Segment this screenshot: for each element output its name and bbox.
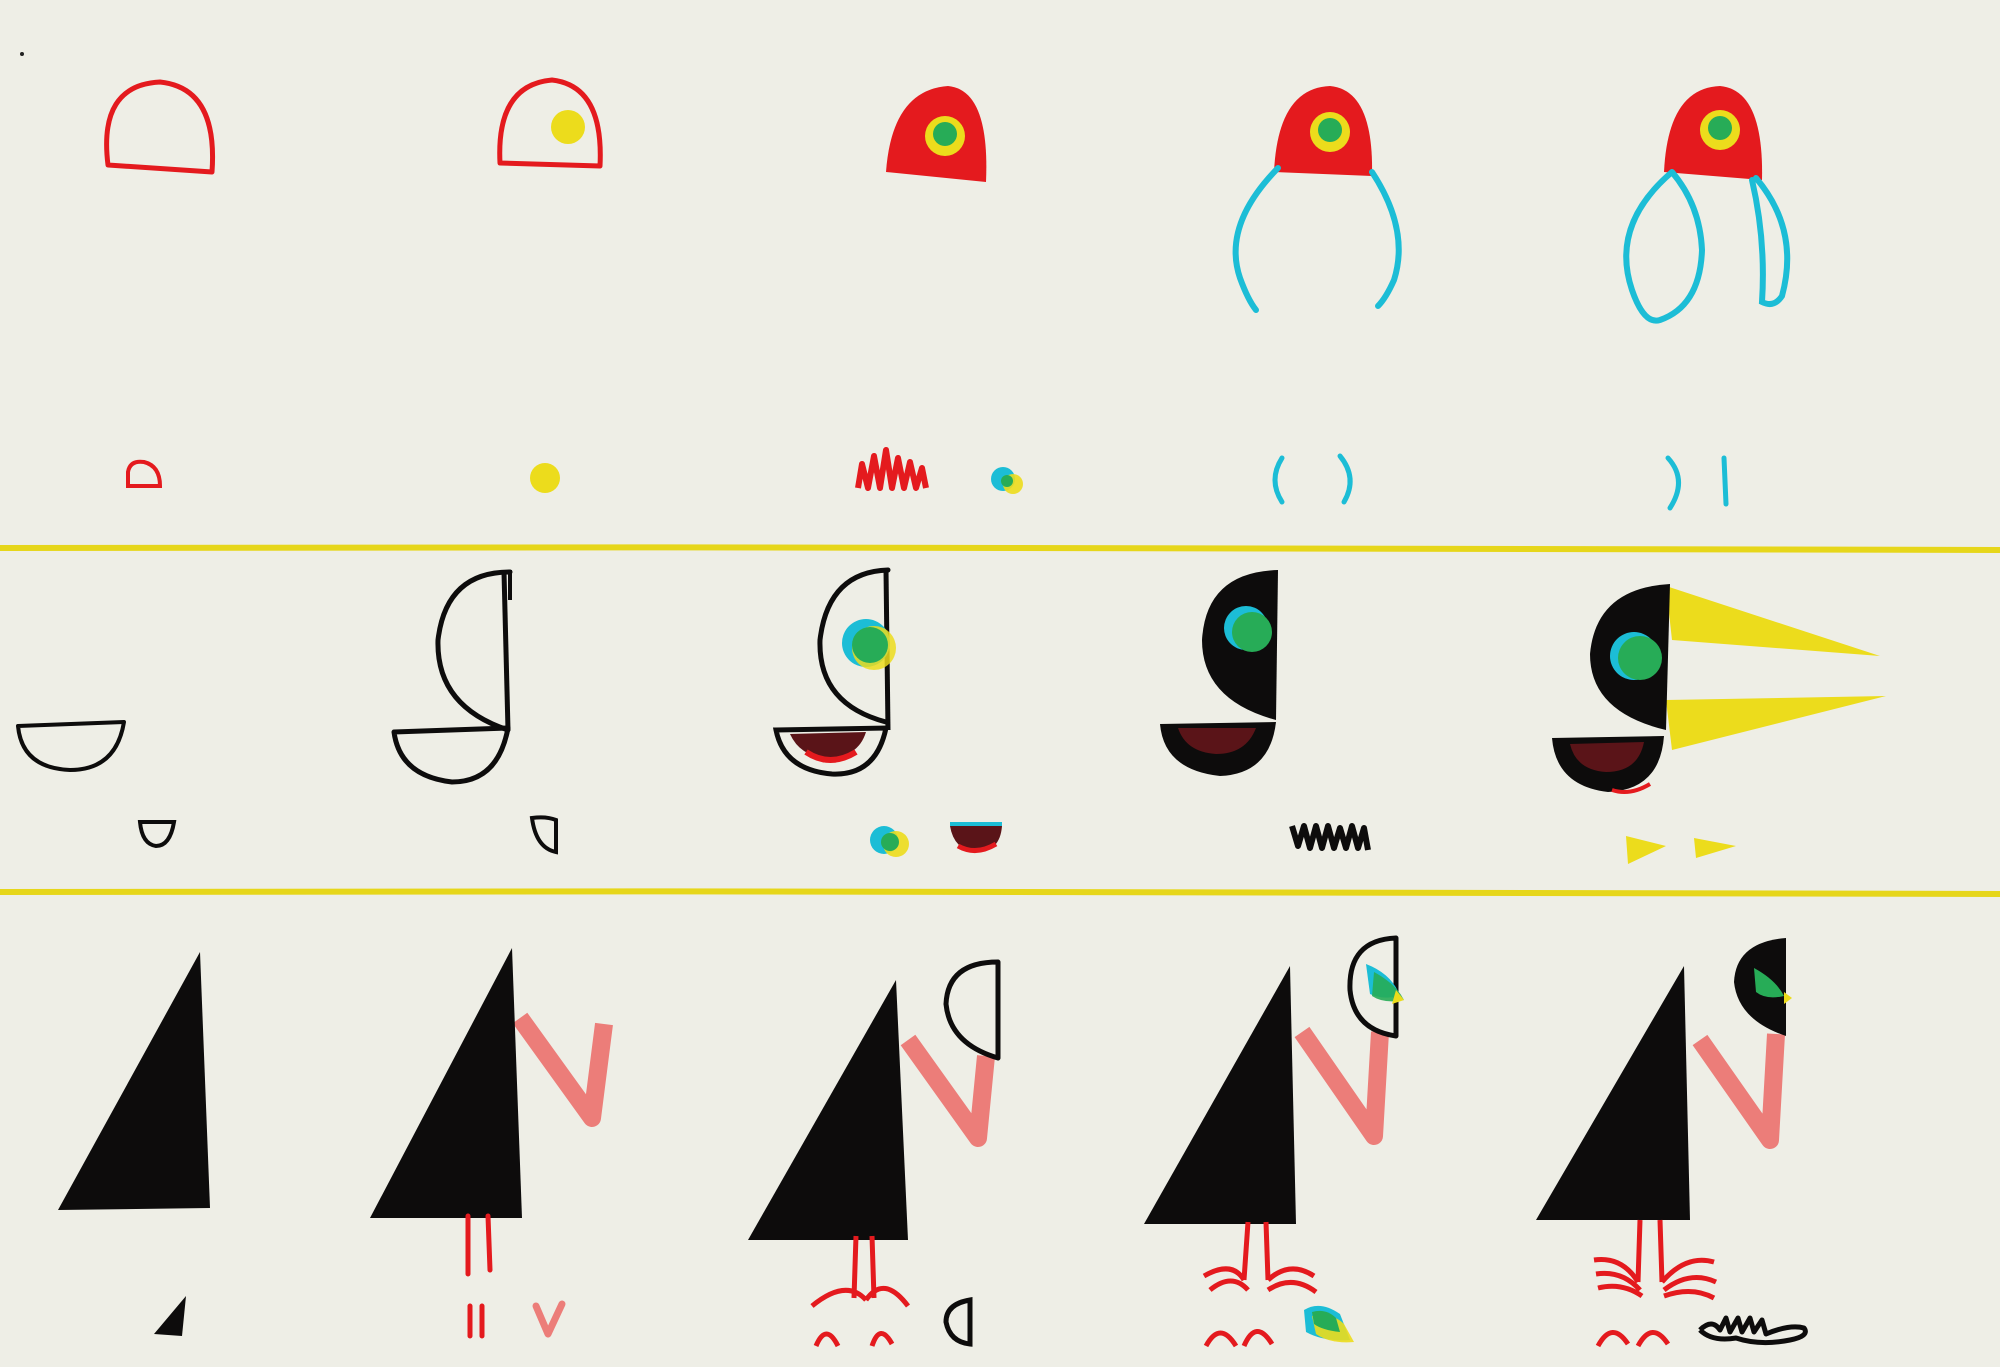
eye-pupil-icon xyxy=(1708,116,1732,140)
parrot-step-4 xyxy=(1232,86,1402,505)
bracket-strokes-icon xyxy=(1337,453,1353,505)
foot-arcs-icon xyxy=(1202,1266,1318,1295)
eye-dot-icon xyxy=(1001,475,1013,487)
wing-loop-icon xyxy=(1749,175,1791,307)
parrot-step-3 xyxy=(855,86,1023,494)
leg-strokes-icon xyxy=(851,1235,877,1299)
half-circle-outline-icon xyxy=(529,815,558,855)
row-toucan xyxy=(16,567,1886,864)
foot-arcs-icon xyxy=(1203,1329,1275,1348)
triangle-beak-icon xyxy=(1694,838,1736,858)
body-step-4 xyxy=(1144,935,1404,1348)
neck-strokes-icon xyxy=(1294,1026,1389,1145)
scribble-icon xyxy=(855,447,929,491)
body-step-3 xyxy=(748,959,1001,1348)
leg-strokes-icon xyxy=(465,1213,493,1277)
head-outline-icon xyxy=(501,571,511,731)
foot-arcs-icon xyxy=(1595,1330,1671,1348)
mouth-fill-icon xyxy=(1570,742,1644,772)
bracket-strokes-icon xyxy=(1272,455,1285,505)
wing-loop-icon xyxy=(1623,169,1705,324)
half-circle-outline-icon xyxy=(943,1297,973,1347)
jaw-outline-icon xyxy=(772,725,890,777)
toucan-step-5 xyxy=(1552,584,1886,864)
toucan-step-3 xyxy=(772,567,1002,857)
foot-arcs-icon xyxy=(810,1286,910,1308)
ink-speck xyxy=(20,52,24,56)
wing-arc-icon xyxy=(1232,165,1281,313)
neck-strokes-icon xyxy=(900,1034,995,1147)
neck-strokes-icon xyxy=(532,1300,566,1338)
triangle-body-icon xyxy=(370,948,522,1218)
body-step-5 xyxy=(1536,938,1808,1348)
wing-arc-icon xyxy=(1369,169,1402,309)
triangle-body-icon xyxy=(58,952,210,1210)
yellow-divider-line xyxy=(0,544,2000,553)
body-step-1 xyxy=(58,952,210,1336)
foot-arcs-icon xyxy=(1593,1256,1718,1301)
eye-dot-icon xyxy=(551,110,585,144)
toucan-step-2 xyxy=(391,569,558,855)
eye-pupil-icon xyxy=(1312,1310,1340,1332)
head-outline-icon xyxy=(817,567,891,725)
mouth-lip-icon xyxy=(1611,782,1652,794)
toucan-step-4 xyxy=(1160,570,1371,851)
eye-dot-icon xyxy=(530,463,560,493)
mouth-lip-icon xyxy=(804,749,858,763)
bracket-strokes-icon xyxy=(1721,455,1729,507)
half-circle-outline-icon xyxy=(126,459,163,488)
leg-strokes-icon xyxy=(467,1303,485,1339)
mouth-lip-icon xyxy=(956,841,998,853)
parrot-step-2 xyxy=(497,77,603,493)
bracket-strokes-icon xyxy=(1665,455,1681,511)
triangle-body-icon xyxy=(1144,966,1296,1224)
head-outline-icon xyxy=(943,959,1001,1061)
parrot-step-5 xyxy=(1623,86,1791,511)
jaw-outline-icon xyxy=(391,725,511,785)
triangle-body-icon xyxy=(748,980,908,1240)
triangle-body-icon xyxy=(154,1296,186,1336)
head-outline-icon xyxy=(497,77,603,169)
eye-dot-icon xyxy=(881,833,899,851)
triangle-beak-icon xyxy=(1666,586,1880,656)
triangle-beak-icon xyxy=(1666,696,1886,750)
mouth-fill-icon xyxy=(1178,728,1256,754)
body-step-2 xyxy=(370,948,613,1339)
eye-dot-icon xyxy=(1784,992,1792,1004)
eye-pupil-icon xyxy=(1754,968,1784,998)
neck-strokes-icon xyxy=(512,1012,613,1127)
foot-arcs-icon xyxy=(813,1331,895,1348)
parrot-step-1 xyxy=(104,79,216,488)
head-outline-icon xyxy=(435,569,513,733)
scribble-icon xyxy=(1698,1315,1808,1346)
eye-pupil-icon xyxy=(852,627,888,663)
neck-strokes-icon xyxy=(1692,1033,1785,1149)
leg-strokes-icon xyxy=(1635,1219,1665,1283)
yellow-divider-line xyxy=(0,888,2000,897)
leg-strokes-icon xyxy=(1241,1221,1271,1281)
toucan-step-1 xyxy=(16,720,177,849)
row-body xyxy=(58,935,1808,1348)
scribble-icon xyxy=(1289,823,1371,851)
eye-pupil-icon xyxy=(1618,636,1662,680)
eye-pupil-icon xyxy=(1232,612,1272,652)
half-circle-outline-icon xyxy=(137,820,177,849)
triangle-beak-icon xyxy=(1626,836,1666,864)
eye-dot-icon xyxy=(1392,990,1404,1004)
triangle-body-icon xyxy=(1536,966,1690,1220)
row-parrot xyxy=(104,77,1791,511)
jaw-outline-icon xyxy=(16,720,126,772)
head-outline-icon xyxy=(104,79,216,175)
eye-pupil-icon xyxy=(933,122,957,146)
eye-pupil-icon xyxy=(1318,118,1342,142)
